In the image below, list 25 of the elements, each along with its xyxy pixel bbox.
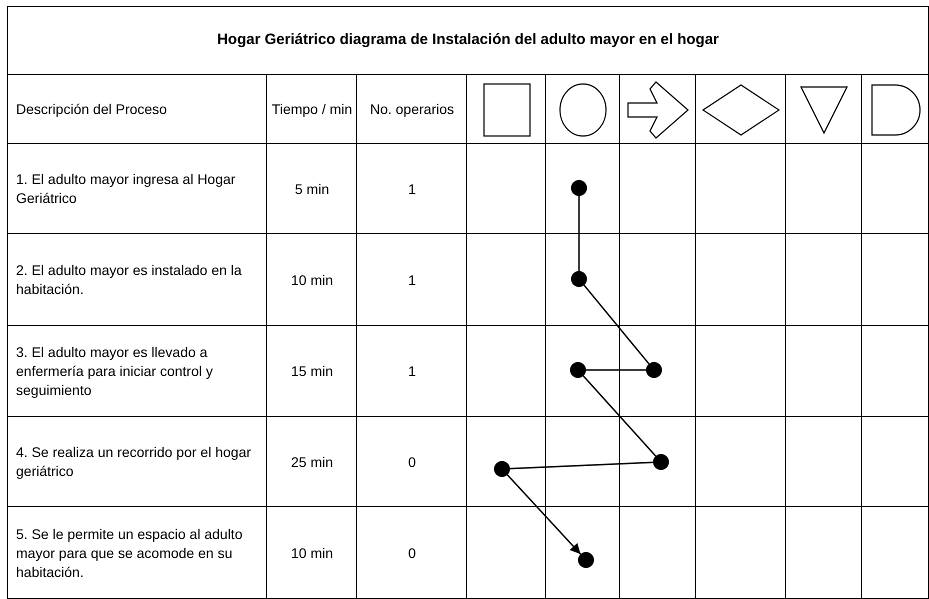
column-header: Tiempo / min xyxy=(272,100,352,119)
connector-line xyxy=(582,375,656,457)
time-value: 25 min xyxy=(290,452,334,472)
step-description: 2. El adulto mayor es instalado en la habitación. xyxy=(16,261,243,299)
operator-count: 0 xyxy=(408,452,416,472)
step-description: 3. El adulto mayor es llevado a enfermería para iniciar control y seguimiento xyxy=(16,343,214,400)
connector-line xyxy=(584,284,650,364)
connector-line xyxy=(586,369,646,371)
operator-count: 1 xyxy=(408,362,416,381)
connector-line xyxy=(510,462,654,470)
time-value: 5 min xyxy=(294,180,330,198)
time-value: 10 min xyxy=(290,544,334,562)
step-description: 1. El adulto mayor ingresa al Hogar Geriátrico xyxy=(16,170,236,208)
column-header: No. operarios xyxy=(370,100,454,119)
time-value: 10 min xyxy=(290,270,334,290)
operator-count: 1 xyxy=(408,180,416,198)
title: Hogar Geriátrico diagrama de Instalación del adulto mayor en el hogar xyxy=(217,30,719,50)
step-description: 4. Se realiza un recorrido por el hogar geriátrico xyxy=(16,443,252,481)
operator-count: 1 xyxy=(408,270,416,290)
operator-count: 0 xyxy=(408,544,416,562)
step-description: 5. Se le permite un espacio al adulto mayor para que se acomode en su habitación. xyxy=(16,524,244,582)
time-value: 15 min xyxy=(290,362,334,381)
arrow xyxy=(506,474,582,555)
connector-line xyxy=(578,196,580,271)
column-header: Descripción del Proceso xyxy=(16,100,167,119)
